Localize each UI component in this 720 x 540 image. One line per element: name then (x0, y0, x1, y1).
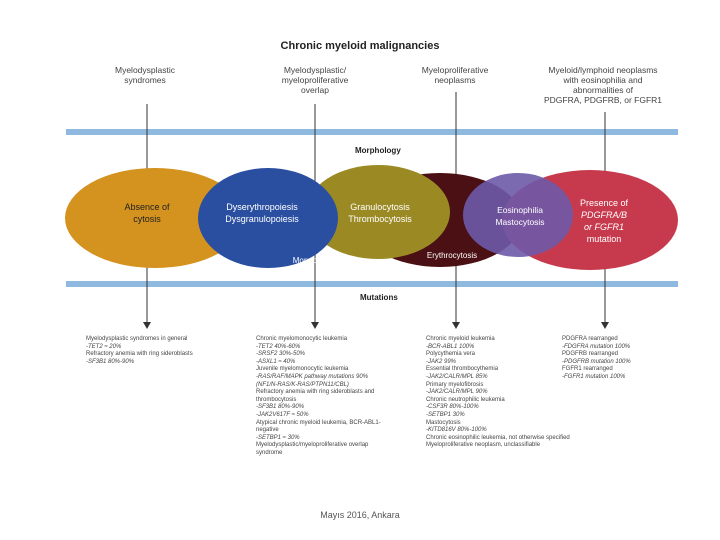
mutation-line: -FGFR1 mutation 100% (562, 373, 626, 380)
mutations-column-mds: Myelodysplastic syndromes in general-TET… (86, 336, 246, 366)
mutation-line: -BCR-ABL1 100% (426, 343, 475, 350)
category-line: Myeloid/lymphoid neoplasms (548, 65, 658, 75)
mutation-line: Chronic eosinophilic leukemia, not other… (426, 434, 570, 441)
ellipse-granulocytosis (306, 165, 450, 259)
mutation-line: Refractory anemia with ring sideroblasts (86, 351, 193, 358)
mutation-line: Juvenile myelomonocytic leukemia (256, 366, 349, 373)
mutation-line: Chronic myelomonocytic leukemia (256, 336, 348, 342)
footer-text: Mayıs 2016, Ankara (320, 510, 400, 520)
category-line: Myelodysplastic (115, 65, 175, 75)
band-bottom (66, 281, 678, 287)
label-absence-line1: Absence of (124, 202, 170, 212)
category-line: syndromes (124, 75, 166, 85)
mutation-line: -ASXL1 ≈ 40% (256, 358, 296, 365)
label-gran-line2: Thrombocytosis (348, 214, 412, 224)
label-presence-line2: PDGFRA/B (581, 210, 627, 220)
mutations-column-myeloid-lymphoid: PDGFRA rearranged-FDGFRA mutation 100%PD… (562, 336, 682, 382)
mutation-line: FGFR1 rearranged (562, 366, 613, 373)
mutation-line: (NF1/N-RAS/K-RAS/PTPN11/CBL) (256, 381, 349, 388)
section-morphology: Morphology (355, 146, 401, 155)
mutations-column-mpn: Chronic myeloid leukemia-BCR-ABL1 100%Po… (426, 336, 596, 450)
label-dys-line2: Dysgranulopoiesis (225, 214, 299, 224)
label-dys-line1: Dyserythropoiesis (226, 202, 298, 212)
label-absence-line2: cytosis (133, 214, 161, 224)
label-presence-line1: Presence of (580, 198, 629, 208)
mutation-line: -SF3B1 80%-90% (86, 358, 135, 365)
mutation-line: -SRSF2 30%-50% (256, 351, 306, 358)
category-line: abnormalities of (572, 85, 633, 95)
mutation-line: thrombocytosis (256, 396, 297, 403)
category-line: with eosinophilia and (563, 75, 643, 85)
band-top (66, 129, 678, 135)
label-gran-line1: Granulocytosis (350, 202, 410, 212)
mutation-line: -JAK2V617F ≈ 50% (256, 411, 309, 418)
mutation-line: Myelodysplastic/myeloproliferative overl… (256, 442, 369, 449)
mutation-line: -TET2 40%-60% (256, 343, 301, 350)
mutation-line: -JAK2/CALR/MPL 90% (426, 389, 488, 396)
label-presence-line4: mutation (587, 234, 622, 244)
mutation-line: -TET2 ≈ 20% (86, 343, 122, 350)
mutations-column-overlap: Chronic myelomonocytic leukemia-TET2 40%… (256, 336, 406, 458)
category-myelodysplastic-syndromes: Myelodysplastic syndromes (85, 65, 205, 85)
mutation-line: -FDGFRA mutation 100% (562, 343, 631, 350)
mutation-line: Mastocytosis (426, 419, 461, 426)
diagram-title: Chronic myeloid malignancies (280, 40, 440, 52)
mutation-line: -SETBP1 ≈ 30% (256, 434, 300, 441)
category-line: neoplasms (434, 75, 476, 85)
category-myeloproliferative-neoplasms: Myeloproliferative neoplasms (395, 65, 515, 85)
ellipse-absence-of-cytosis (65, 168, 245, 268)
category-line: Myeloproliferative (421, 65, 489, 75)
mutation-line: Chronic neutrophilic leukemia (426, 396, 505, 403)
label-eos-line2: Mastocytosis (495, 217, 544, 227)
mutation-line: Refractory anemia with ring sideroblasts… (256, 389, 375, 396)
category-mds-mpn-overlap: Myelodysplastic/ myeloproliferative over… (255, 65, 375, 95)
mutation-line: Chronic myeloid leukemia (426, 336, 495, 342)
mutation-line: -SF3B1 80%-90% (256, 404, 305, 411)
mutation-line: -KITD816V 80%-100% (426, 427, 487, 434)
category-line: overlap (301, 85, 329, 95)
mutation-line: Myelodysplastic syndromes in general (86, 336, 188, 342)
mutation-line: Essential thrombocythemia (426, 366, 499, 373)
mutation-line: PDGFRA rearranged (562, 336, 618, 342)
mutation-line: -CSF3R 80%-100% (426, 404, 479, 411)
mutation-line: -RAS/RAF/MAPK pathway mutations 90% (256, 373, 369, 380)
mutation-line: -JAK2/CALR/MPL 85% (426, 373, 488, 380)
label-presence-line3: or FGFR1 (584, 222, 624, 232)
mutation-line: PDGFRB rearranged (562, 351, 619, 358)
section-mutations: Mutations (360, 293, 398, 302)
label-monocytosis: Monocytosis (293, 256, 337, 265)
mutation-line: Polycythemia vera (426, 351, 476, 358)
mutation-line: -SETBP1 30% (426, 411, 465, 418)
mutation-line: -PDGFRB mutation 100% (562, 358, 631, 365)
ellipse-eosinophilia (463, 173, 573, 257)
mutation-line: Atypical chronic myeloid leukemia, BCR-A… (256, 419, 381, 426)
mutation-line: Myeloproliferative neoplasm, unclassifia… (426, 442, 541, 449)
mutation-line: negative (256, 427, 279, 434)
category-myeloid-lymphoid-neoplasms: Myeloid/lymphoid neoplasms with eosinoph… (528, 65, 678, 105)
label-erythrocytosis: Erythrocytosis (427, 251, 477, 260)
ellipse-dyserythropoiesis (198, 168, 338, 268)
label-eos-line1: Eosinophilia (497, 205, 543, 215)
category-line: PDGFRA, PDGFRB, or FGFR1 (543, 95, 663, 105)
category-line: Myelodysplastic/ (283, 65, 347, 75)
mutation-line: Primary myelofibrosis (426, 381, 484, 388)
mutation-line: -JAK2 99% (426, 358, 457, 365)
mutation-line: syndrome (256, 449, 283, 456)
category-line: myeloproliferative (281, 75, 349, 85)
